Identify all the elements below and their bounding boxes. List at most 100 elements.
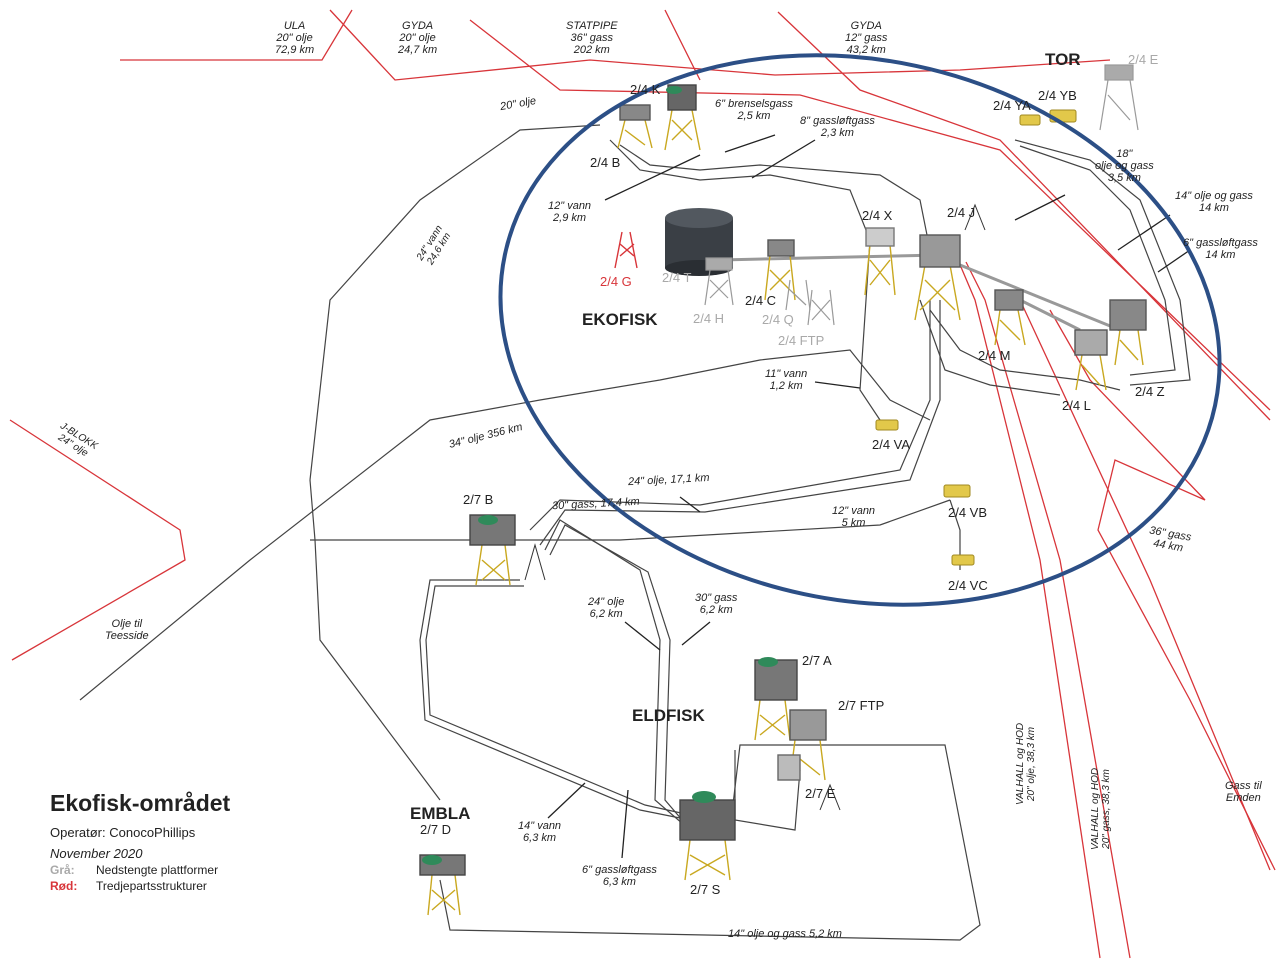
label-2-7-ftp: 2/7 FTP	[838, 698, 884, 713]
legend-key-closed: Grå:	[50, 863, 96, 877]
label-2-4-g: 2/4 G	[600, 274, 632, 289]
label-2-4-l: 2/4 L	[1062, 398, 1091, 413]
vann12b-size: 12" vann	[832, 505, 875, 517]
gass30-6-length: 6,2 km	[695, 604, 737, 616]
gyda1-size: 20" olje	[398, 32, 437, 44]
template-2-4-vc	[952, 555, 974, 565]
olje24-6-length: 6,2 km	[588, 608, 624, 620]
emden-1: Gass til	[1225, 780, 1262, 792]
operator: Operatør: ConocoPhillips	[50, 825, 230, 840]
label-2-4-j: 2/4 J	[947, 205, 975, 220]
statpipe-size: 36" gass	[566, 32, 618, 44]
label-2-4-b: 2/4 B	[590, 155, 620, 170]
olje14-length: 14 km	[1175, 202, 1253, 214]
vann14-size: 14" vann	[518, 820, 561, 832]
subsea-templates	[876, 110, 1076, 565]
gass30-6-line	[550, 525, 695, 835]
vann14-length: 6,3 km	[518, 832, 561, 844]
label-2-7-a: 2/7 A	[802, 653, 832, 668]
platform-2-4-b	[618, 105, 652, 148]
olje24-17-line	[530, 300, 930, 530]
label-2-4-yb: 2/4 YB	[1038, 88, 1077, 103]
flare-2-7-b	[525, 545, 545, 580]
gyda2-size: 12" gass	[845, 32, 887, 44]
label-2-4-q: 2/4 Q	[762, 312, 794, 327]
statpipe-north	[665, 10, 700, 80]
va-line	[610, 140, 880, 420]
teesside-2: Teesside	[105, 630, 149, 642]
vann12-size: 12" vann	[548, 200, 591, 212]
ula-size: 20" olje	[275, 32, 314, 44]
legend-row-closed: Grå:Nedstengte plattformer	[50, 863, 230, 877]
gyda1-name: GYDA	[398, 20, 437, 32]
label-2-4-vc: 2/4 VC	[948, 578, 988, 593]
platform-2-7-e	[778, 755, 800, 780]
template-2-4-ya	[1020, 115, 1040, 125]
platform-2-4-z	[1110, 300, 1146, 365]
platform-2-7-s	[680, 800, 735, 880]
label-2-7-b: 2/7 B	[463, 492, 493, 507]
helidecks	[422, 86, 778, 865]
pipelines	[80, 125, 1190, 940]
gassloft6b-line	[426, 586, 690, 815]
field-embla: EMBLA	[410, 804, 470, 824]
platform-2-4-e	[1100, 65, 1138, 130]
gassloft8-length: 2,3 km	[800, 127, 875, 139]
legend-text-closed: Nedstengte plattformer	[96, 863, 218, 877]
vann24-line	[310, 125, 600, 480]
statpipe-name: STATPIPE	[566, 20, 618, 32]
gyda1-length: 24,7 km	[398, 44, 437, 56]
label-2-7-s: 2/7 S	[690, 882, 720, 897]
platform-2-4-ftp	[808, 290, 834, 325]
brensel-size: 6" brenselsgass	[715, 98, 793, 110]
label-2-4-t: 2/4 T	[662, 270, 691, 285]
teesside-1: Olje til	[105, 618, 149, 630]
platform-2-4-k	[665, 85, 700, 150]
olje24-6-size: 24" olje	[588, 596, 624, 608]
emden-2: Emden	[1225, 792, 1262, 804]
ula-name: ULA	[275, 20, 314, 32]
brensel-length: 2,5 km	[715, 110, 793, 122]
label-2-4-m: 2/4 M	[978, 348, 1011, 363]
label-2-4-e: 2/4 E	[1128, 52, 1158, 67]
valhall-oil-label: VALHALL og HOD 20" olje, 38,3 km	[1015, 723, 1037, 805]
field-ekofisk: EKOFISK	[582, 310, 658, 330]
gassloft6b-length: 6,3 km	[582, 876, 657, 888]
olje14-size: 14" olje og gass	[1175, 190, 1253, 202]
label-2-4-ya: 2/4 YA	[993, 98, 1031, 113]
valhall-oil-line	[958, 260, 1100, 958]
gassloft6-length: 14 km	[1183, 249, 1258, 261]
label-2-7-d: 2/7 D	[420, 822, 451, 837]
label-2-4-ftp: 2/4 FTP	[778, 333, 824, 348]
platform-2-4-g	[615, 232, 637, 268]
arrow-gassloft8	[752, 140, 815, 178]
vann11-length: 1,2 km	[765, 380, 807, 392]
gassloft6b-size: 6" gassløftgass	[582, 864, 657, 876]
vann14-line	[420, 580, 690, 820]
legend: Ekofisk-området Operatør: ConocoPhillips…	[50, 790, 230, 893]
field-eldfisk: ELDFISK	[632, 706, 705, 726]
label-2-4-va: 2/4 VA	[872, 437, 910, 452]
arrow-vann14	[548, 783, 585, 818]
olje18-type: olje og gass	[1095, 160, 1154, 172]
platform-2-4-m	[995, 290, 1025, 345]
legend-key-third-party: Rød:	[50, 879, 96, 893]
platform-2-7-b	[470, 515, 515, 585]
arrow-vann11	[815, 382, 860, 388]
gyda2-length: 43,2 km	[845, 44, 887, 56]
gyda-line-1	[330, 10, 1110, 80]
gassloft6-size: 6" gassløftgass	[1183, 237, 1258, 249]
vann12-length: 2,9 km	[548, 212, 591, 224]
label-2-7-e: 2/7 E	[805, 786, 835, 801]
olje18-length: 3,5 km	[1095, 172, 1154, 184]
gass30-6-size: 30" gass	[695, 592, 737, 604]
field-tor: TOR	[1045, 50, 1081, 70]
gyda2-name: GYDA	[845, 20, 887, 32]
platform-2-4-h	[705, 258, 733, 305]
label-2-4-z: 2/4 Z	[1135, 384, 1165, 399]
vann11-size: 11" vann	[765, 368, 807, 380]
map-title: Ekofisk-området	[50, 790, 230, 817]
label-2-4-k: 2/4 K	[630, 82, 660, 97]
ula-length: 72,9 km	[275, 44, 314, 56]
label-2-4-h: 2/4 H	[693, 311, 724, 326]
